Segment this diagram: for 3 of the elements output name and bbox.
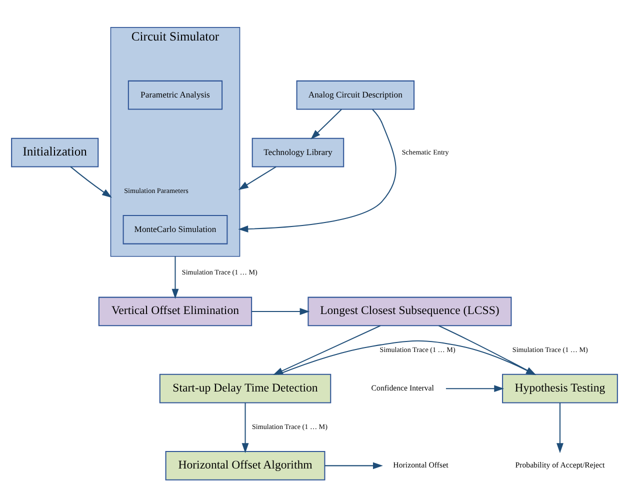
node-text: Confidence Interval (371, 384, 434, 393)
node-text: Probability of Accept/Reject (515, 460, 605, 470)
node-text: Horizontal Offset (393, 460, 448, 470)
